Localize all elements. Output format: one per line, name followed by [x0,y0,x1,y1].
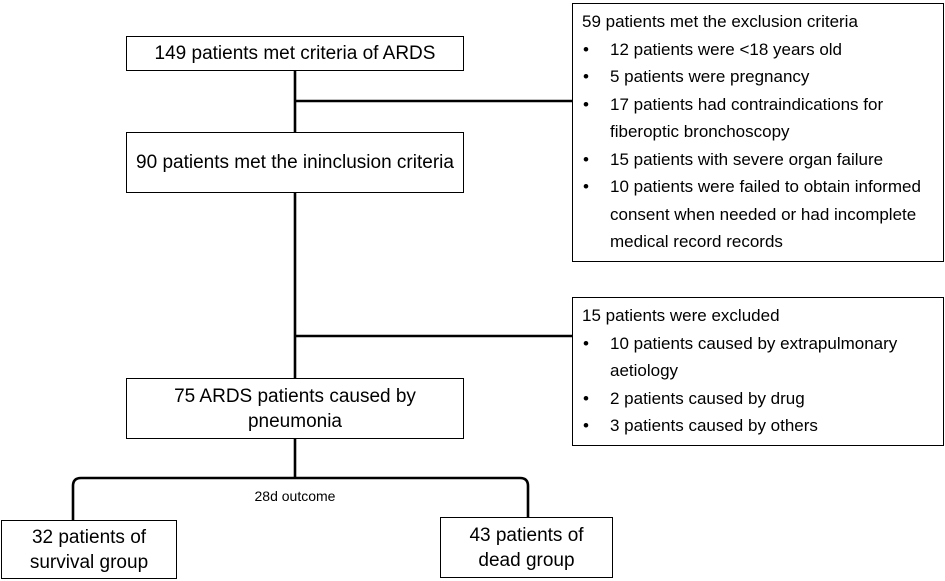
pneumonia-text: 75 ARDS patients caused by pneumonia [174,385,416,432]
dead-group-box: 43 patients of dead group [440,517,613,578]
exclusion-list: 12 patients were <18 years old 5 patient… [582,36,935,256]
exclusion-item: 10 patients were failed to obtain inform… [582,173,935,256]
dead-group-text: 43 patients of dead group [469,524,584,571]
excluded-box: 15 patients were excluded 10 patients ca… [572,297,944,446]
outcome-label: 28d outcome [254,488,336,504]
criteria-text: 149 patients met criteria of ARDS [154,43,436,64]
exclusion-item: 5 patients were pregnancy [582,63,935,91]
excluded-title: 15 patients were excluded [582,306,780,325]
criteria-box: 149 patients met criteria of ARDS [126,36,464,71]
exclusion-title: 59 patients met the exclusion criteria [582,12,858,31]
inclusion-box: 90 patients met the ininclusion criteria [126,132,464,193]
exclusion-item: 17 patients had contraindications for fi… [582,91,935,146]
exclusion-item: 15 patients with severe organ failure [582,146,935,174]
connector-outcome-bracket [71,476,530,520]
excluded-item: 10 patients caused by extrapulmonary aet… [582,330,935,385]
survival-group-box: 32 patients of survival group [1,520,177,579]
exclusion-item: 12 patients were <18 years old [582,36,935,64]
pneumonia-box: 75 ARDS patients caused by pneumonia [126,378,464,439]
survival-group-text: 32 patients of survival group [29,526,149,573]
exclusion-criteria-box: 59 patients met the exclusion criteria 1… [572,3,944,262]
inclusion-text: 90 patients met the ininclusion criteria [136,152,454,173]
excluded-item: 2 patients caused by drug [582,385,935,413]
excluded-item: 3 patients caused by others [582,412,935,440]
excluded-list: 10 patients caused by extrapulmonary aet… [582,330,935,440]
